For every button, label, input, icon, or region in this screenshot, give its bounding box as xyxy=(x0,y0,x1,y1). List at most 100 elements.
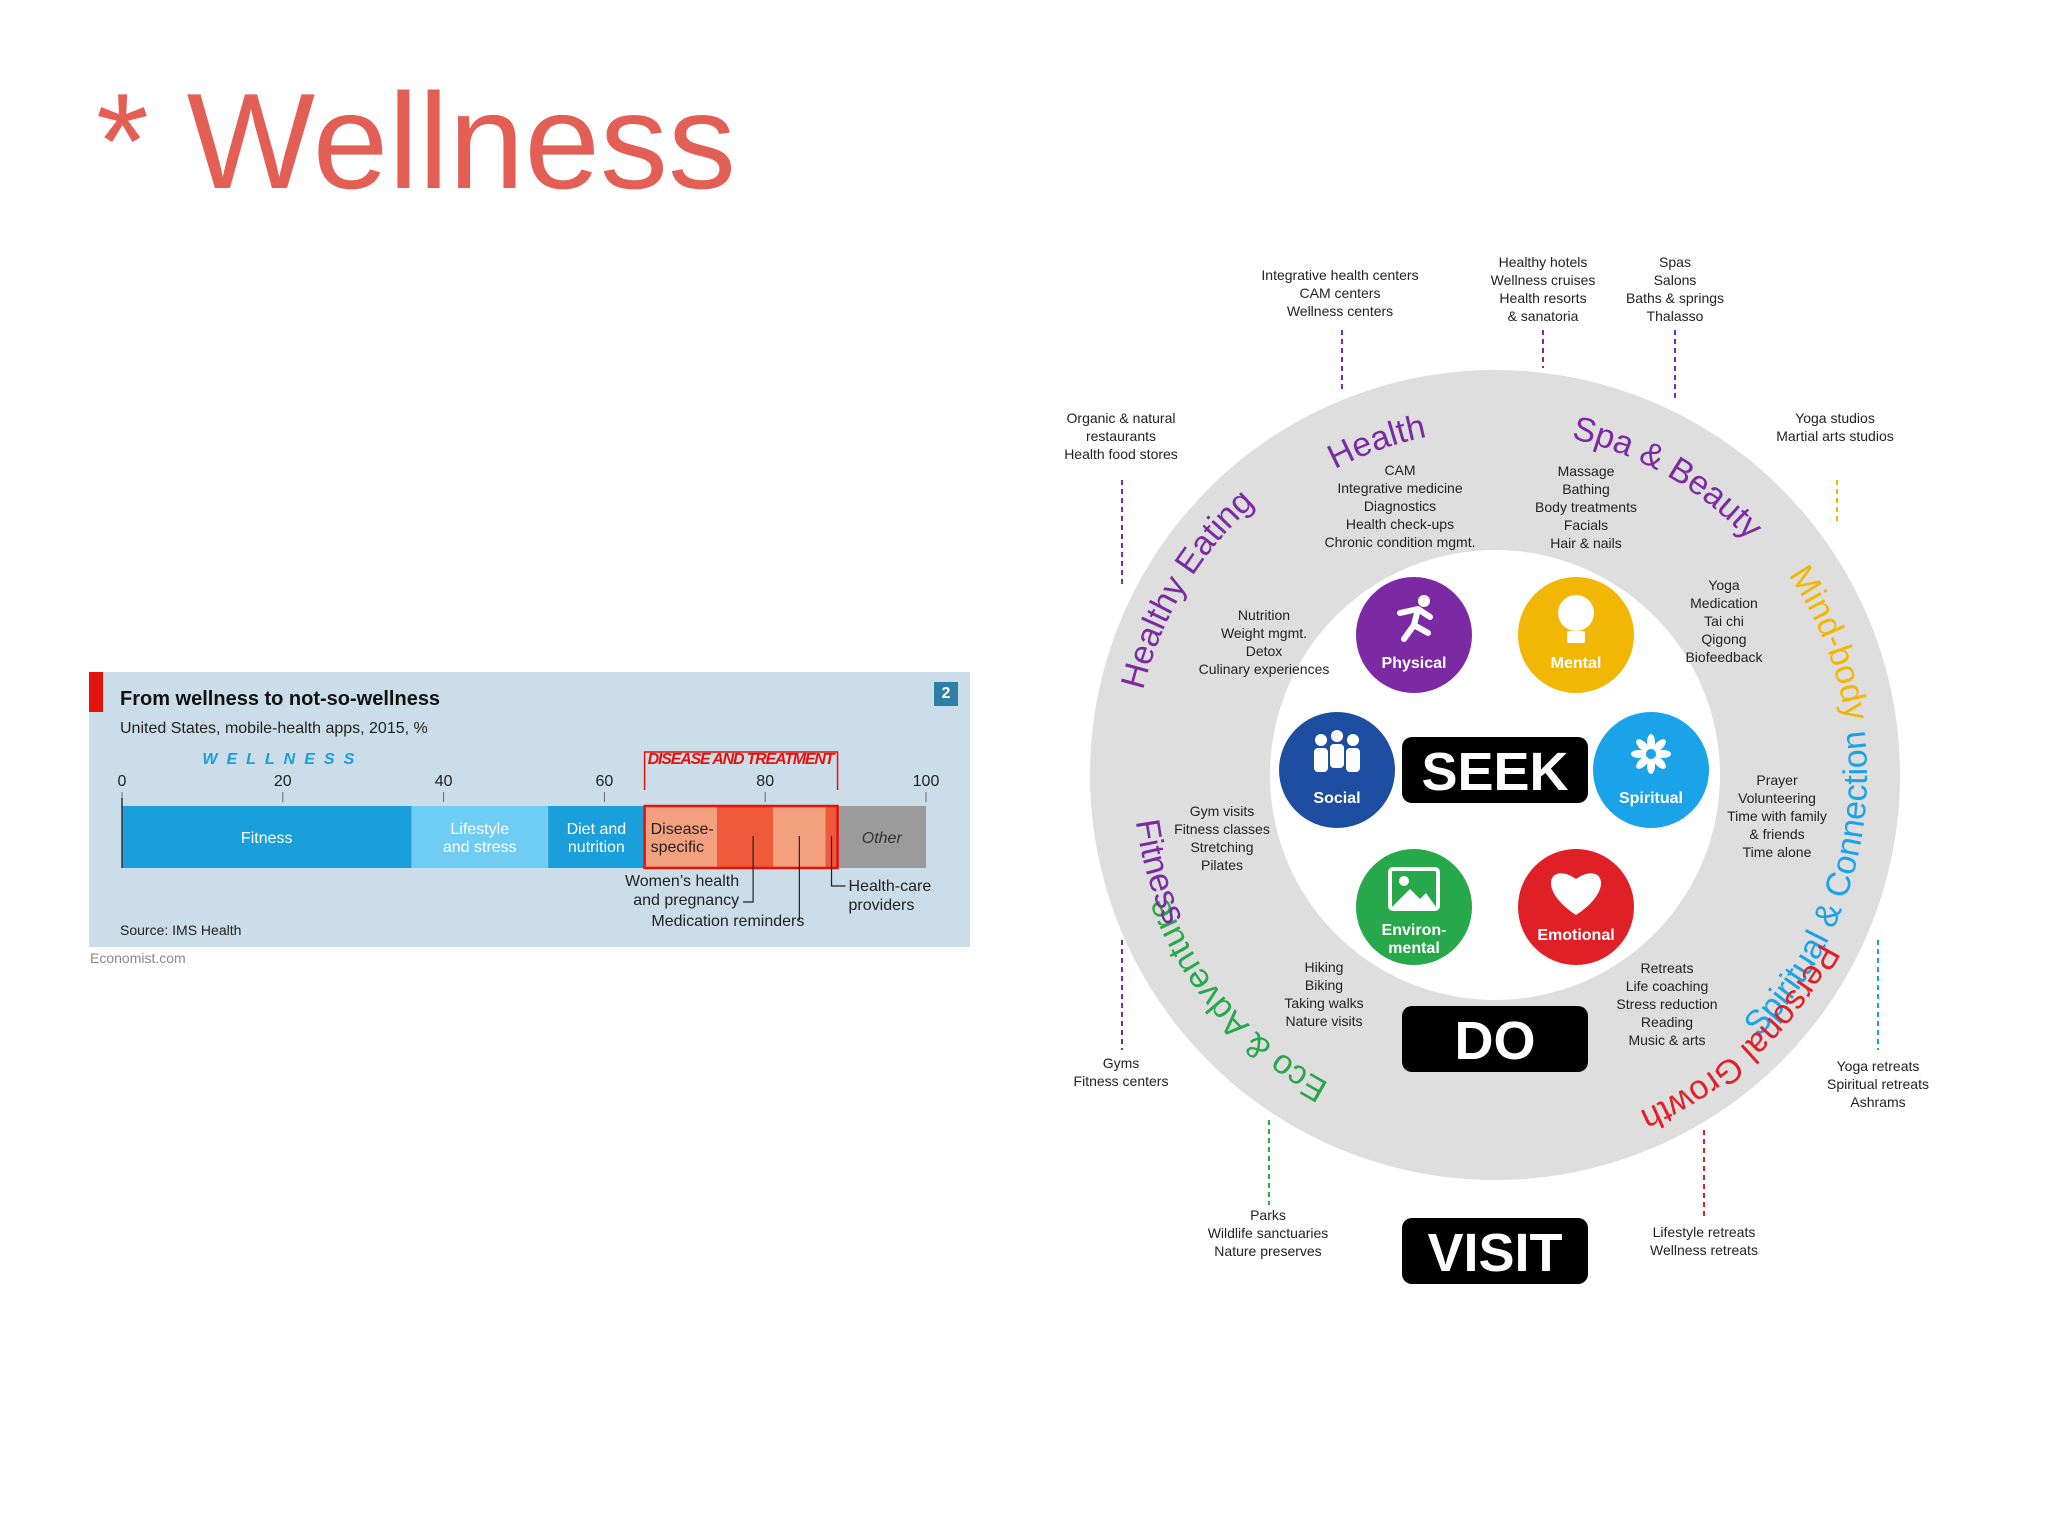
venue-text: Ashrams xyxy=(1850,1094,1905,1110)
activity-text: Prayer xyxy=(1756,772,1798,788)
segment-label: Diet and xyxy=(567,821,627,838)
venue-text: Parks xyxy=(1250,1207,1286,1223)
visit-plaque xyxy=(1402,1218,1588,1284)
venue-text: Fitness centers xyxy=(1074,1073,1169,1089)
activity-text: Music & arts xyxy=(1628,1032,1705,1048)
segment-label: nutrition xyxy=(568,839,625,856)
activity-text: CAM xyxy=(1384,462,1415,478)
activity-text: Culinary experiences xyxy=(1199,661,1330,677)
venue-text: Health resorts xyxy=(1499,290,1586,306)
venue-text: Lifestyle retreats xyxy=(1653,1224,1756,1240)
chart-number-badge: 2 xyxy=(934,682,958,706)
chart-card: From wellness to not-so-wellness United … xyxy=(89,672,970,947)
dimension-label: Social xyxy=(1313,790,1360,807)
venue-text: Baths & springs xyxy=(1626,290,1724,306)
venue-text: restaurants xyxy=(1086,428,1156,444)
activity-text: Qigong xyxy=(1701,631,1746,647)
venue-text: Wellness retreats xyxy=(1650,1242,1758,1258)
activity-text: Hair & nails xyxy=(1550,535,1622,551)
callout-line xyxy=(743,836,754,903)
callout-line xyxy=(830,836,846,887)
activity-text: Fitness classes xyxy=(1174,821,1270,837)
dimension-label: Mental xyxy=(1551,655,1602,672)
activity-text: Life coaching xyxy=(1626,978,1709,994)
x-tick-label: 20 xyxy=(274,773,292,790)
lightbulb-icon xyxy=(1558,595,1594,643)
callout-label: and pregnancy xyxy=(633,892,739,909)
dimension-circle xyxy=(1279,712,1395,828)
chart-subtitle: United States, mobile-health apps, 2015,… xyxy=(120,720,428,737)
activity-text: Weight mgmt. xyxy=(1221,625,1307,641)
running-person-icon xyxy=(1397,595,1433,642)
venue-text: Integrative health centers xyxy=(1261,267,1418,283)
activity-text: Massage xyxy=(1558,463,1615,479)
bar-segment xyxy=(548,806,645,868)
x-tick-label: 80 xyxy=(756,773,774,790)
segment-label: and stress xyxy=(443,839,517,856)
venue-text: Gyms xyxy=(1103,1055,1140,1071)
dimension-label: Spiritual xyxy=(1619,790,1683,807)
callout-label: Medication reminders xyxy=(651,913,804,930)
chart-source: Source: IMS Health xyxy=(120,922,242,938)
chart-credit: Economist.com xyxy=(90,950,186,966)
venue-text: Healthy hotels xyxy=(1499,254,1588,270)
activity-text: Time alone xyxy=(1743,844,1812,860)
segment-label: Other xyxy=(862,830,903,847)
activity-text: Diagnostics xyxy=(1364,498,1436,514)
dimension-label: Environ- xyxy=(1382,922,1447,939)
segment-label: specific xyxy=(651,839,704,856)
disease-outline xyxy=(643,804,839,870)
segment-label: Fitness xyxy=(241,830,293,847)
activity-text: Body treatments xyxy=(1535,499,1637,515)
x-tick-label: 60 xyxy=(596,773,614,790)
activity-text: Detox xyxy=(1246,643,1283,659)
activity-text: Chronic condition mgmt. xyxy=(1325,534,1476,550)
venue-text: Spiritual retreats xyxy=(1827,1076,1929,1092)
callout-label: providers xyxy=(849,897,915,914)
activity-text: Nature visits xyxy=(1285,1013,1362,1029)
seek-label: SEEK xyxy=(1421,742,1568,802)
segment-label: Lifestyle xyxy=(450,821,509,838)
activity-text: Gym visits xyxy=(1190,803,1255,819)
do-plaque xyxy=(1402,1006,1588,1072)
chart-accent-bar xyxy=(89,672,103,712)
x-tick-label: 100 xyxy=(913,773,940,790)
activity-text: Integrative medicine xyxy=(1337,480,1463,496)
slide-title: * Wellness xyxy=(96,65,736,217)
activity-text: Volunteering xyxy=(1738,790,1816,806)
bar-segment xyxy=(122,806,412,868)
x-tick-label: 40 xyxy=(435,773,453,790)
activity-text: Time with family xyxy=(1727,808,1827,824)
activity-text: Stretching xyxy=(1190,839,1253,855)
activity-text: Taking walks xyxy=(1284,995,1363,1011)
bar-segment xyxy=(644,806,717,868)
disease-group-bracket xyxy=(643,751,839,790)
venue-text: Wellness centers xyxy=(1287,303,1393,319)
bar-segment xyxy=(411,806,549,868)
x-tick-label: 0 xyxy=(118,773,127,790)
callout-label: Women’s health xyxy=(625,873,739,890)
venue-text: Organic & natural xyxy=(1067,410,1176,426)
dimension-label: Physical xyxy=(1382,655,1447,672)
dimension-circle xyxy=(1356,577,1472,693)
venue-text: Martial arts studios xyxy=(1776,428,1893,444)
landscape-icon xyxy=(1388,867,1440,911)
venue-text: Health food stores xyxy=(1064,446,1178,462)
activity-text: Biking xyxy=(1305,977,1343,993)
activity-text: & friends xyxy=(1749,826,1804,842)
visit-label: VISIT xyxy=(1427,1223,1562,1283)
venue-text: Yoga retreats xyxy=(1837,1058,1920,1074)
activity-text: Hiking xyxy=(1305,959,1344,975)
heart-icon xyxy=(1550,873,1602,915)
do-label: DO xyxy=(1455,1011,1536,1071)
activity-text: Stress reduction xyxy=(1616,996,1717,1012)
venue-text: & sanatoria xyxy=(1508,308,1579,324)
bar-segment xyxy=(837,806,926,868)
dimension-label: Emotional xyxy=(1537,927,1614,944)
seek-plaque xyxy=(1402,737,1588,803)
segment-label: Disease- xyxy=(651,821,714,838)
activity-text: Facials xyxy=(1564,517,1608,533)
dimension-label: mental xyxy=(1388,940,1440,957)
chart-title: From wellness to not-so-wellness xyxy=(120,688,441,710)
